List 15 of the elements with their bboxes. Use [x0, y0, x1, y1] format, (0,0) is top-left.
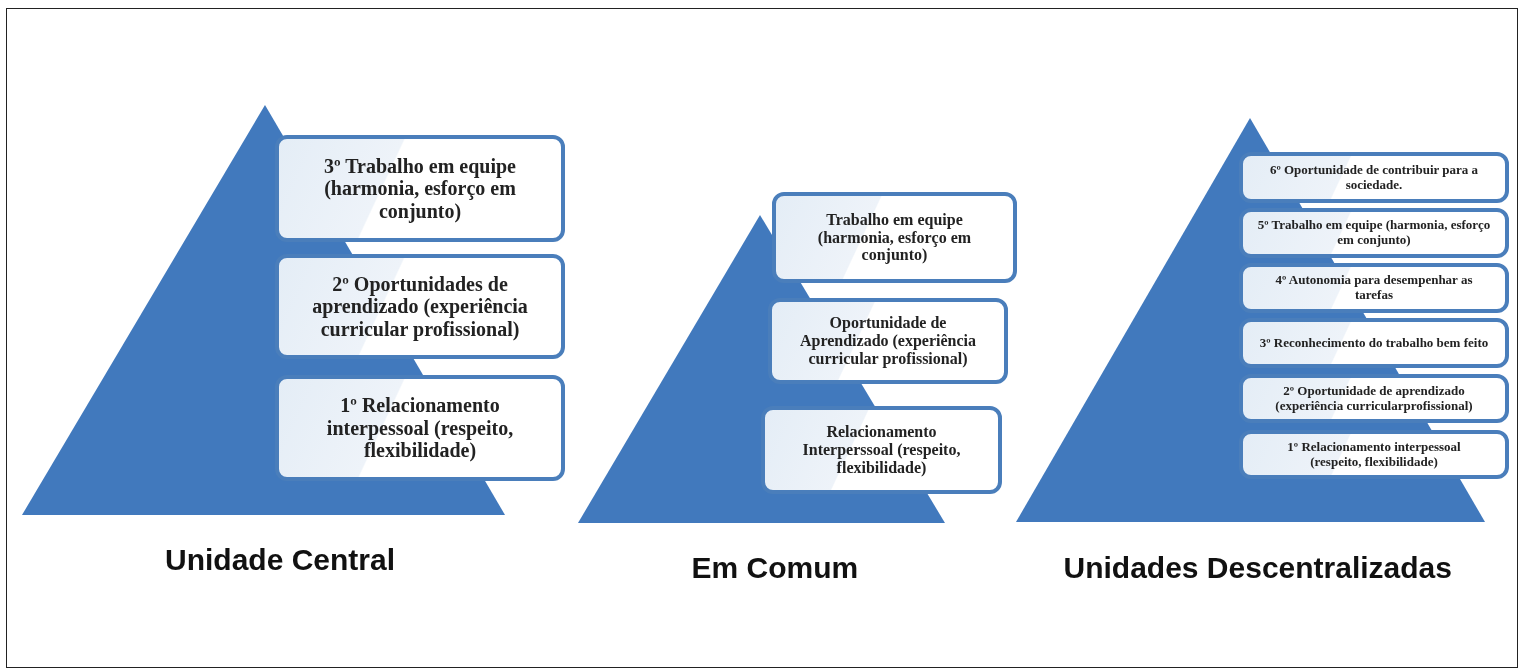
text-box: 5º Trabalho em equipe (harmonia, esforço em conjunto) [1239, 208, 1509, 258]
text-box: 6º Oportunidade de contribuir para a sociedade. [1239, 152, 1509, 203]
pyramid-heading: Unidade Central [165, 545, 396, 575]
text-box: 2º Oportunidades de aprendizado (experiência curricular profissional) [275, 254, 565, 359]
text-box: 4º Autonomia para desempenhar as tarefas [1239, 263, 1509, 313]
pyramid-heading: Em Comum [691, 553, 859, 583]
text-box: Trabalho em equipe (harmonia, esforço em conjunto) [772, 192, 1017, 283]
text-box: 2º Oportunidade de aprendizado (experiência curricularprofissional) [1239, 374, 1509, 423]
text-box: 1º Relacionamento interpessoal (respeito, flexibilidade) [275, 375, 565, 481]
text-box: Relacionamento Interperssoal (respeito, flexibilidade) [761, 406, 1002, 494]
text-box: 1º Relacionamento interpessoal (respeito, flexibilidade) [1239, 430, 1509, 479]
text-box: 3º Trabalho em equipe (harmonia, esforço em conjunto) [275, 135, 565, 242]
pyramid-heading: Unidades Descentralizadas [1063, 553, 1452, 583]
text-box: 3º Reconhecimento do trabalho bem feito [1239, 318, 1509, 368]
text-box: Oportunidade de Aprendizado (experiência curricular profissional) [768, 298, 1008, 384]
